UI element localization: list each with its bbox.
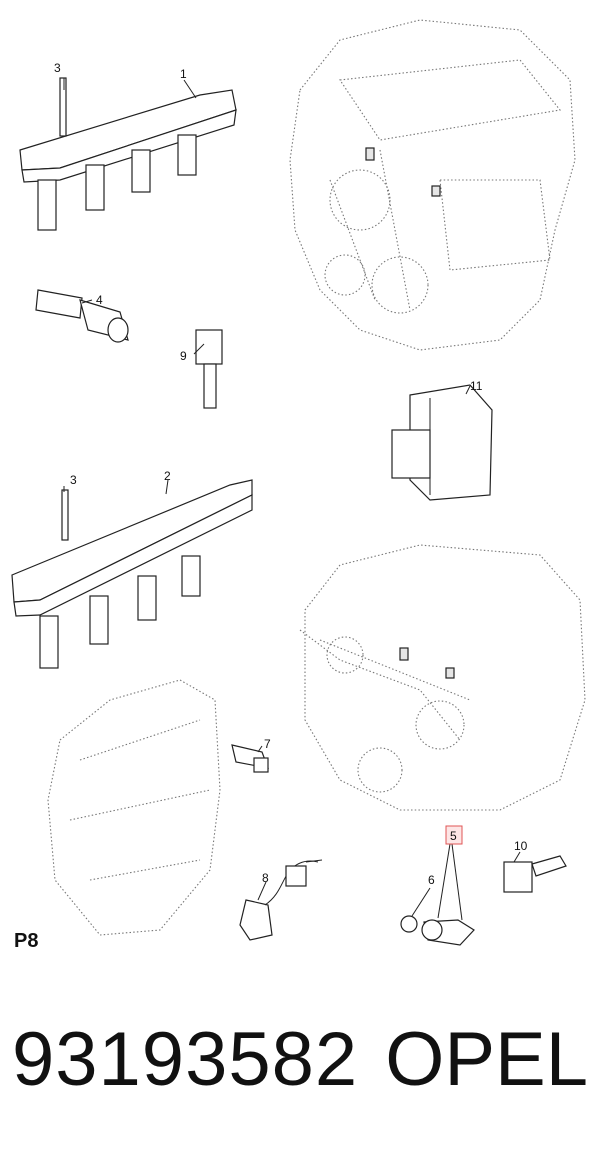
temperature-sensor-9 bbox=[195, 329, 223, 409]
oil-pressure-switch-4 bbox=[35, 289, 129, 343]
callout-9: 9 bbox=[180, 349, 187, 363]
callout-7: 7 bbox=[264, 737, 271, 751]
callout-8: 8 bbox=[262, 871, 269, 885]
highlight-box-5 bbox=[445, 825, 463, 845]
sensor-7 bbox=[231, 744, 269, 773]
callout-4: 4 bbox=[96, 293, 103, 307]
engine-illustration-top bbox=[289, 19, 576, 351]
page-code: P8 bbox=[14, 930, 39, 952]
engine-illustration-middle bbox=[299, 544, 586, 811]
callout-2: 2 bbox=[164, 469, 171, 483]
ignition-coil-1 bbox=[19, 77, 237, 231]
knock-sensor-8 bbox=[239, 859, 323, 941]
ignition-coil-2 bbox=[11, 479, 253, 669]
leader-lines bbox=[63, 78, 521, 921]
callout-3-top: 3 bbox=[54, 61, 61, 75]
parts-diagram: 3 1 4 9 11 3 2 7 5 10 6 8 bbox=[11, 19, 586, 946]
callout-5: 5 bbox=[450, 829, 457, 843]
part-number: 93193582 bbox=[12, 1017, 359, 1102]
control-module-11 bbox=[391, 384, 493, 501]
switch-5-and-seal-6 bbox=[400, 915, 475, 946]
callout-10: 10 bbox=[514, 839, 528, 853]
callout-6: 6 bbox=[428, 873, 435, 887]
callout-11: 11 bbox=[470, 379, 483, 393]
callout-3-middle: 3 bbox=[70, 473, 77, 487]
callout-1: 1 bbox=[180, 67, 187, 81]
sensor-10 bbox=[503, 855, 567, 893]
engine-illustration-bottom bbox=[47, 679, 221, 936]
brand-name: OPEL bbox=[385, 1017, 588, 1102]
